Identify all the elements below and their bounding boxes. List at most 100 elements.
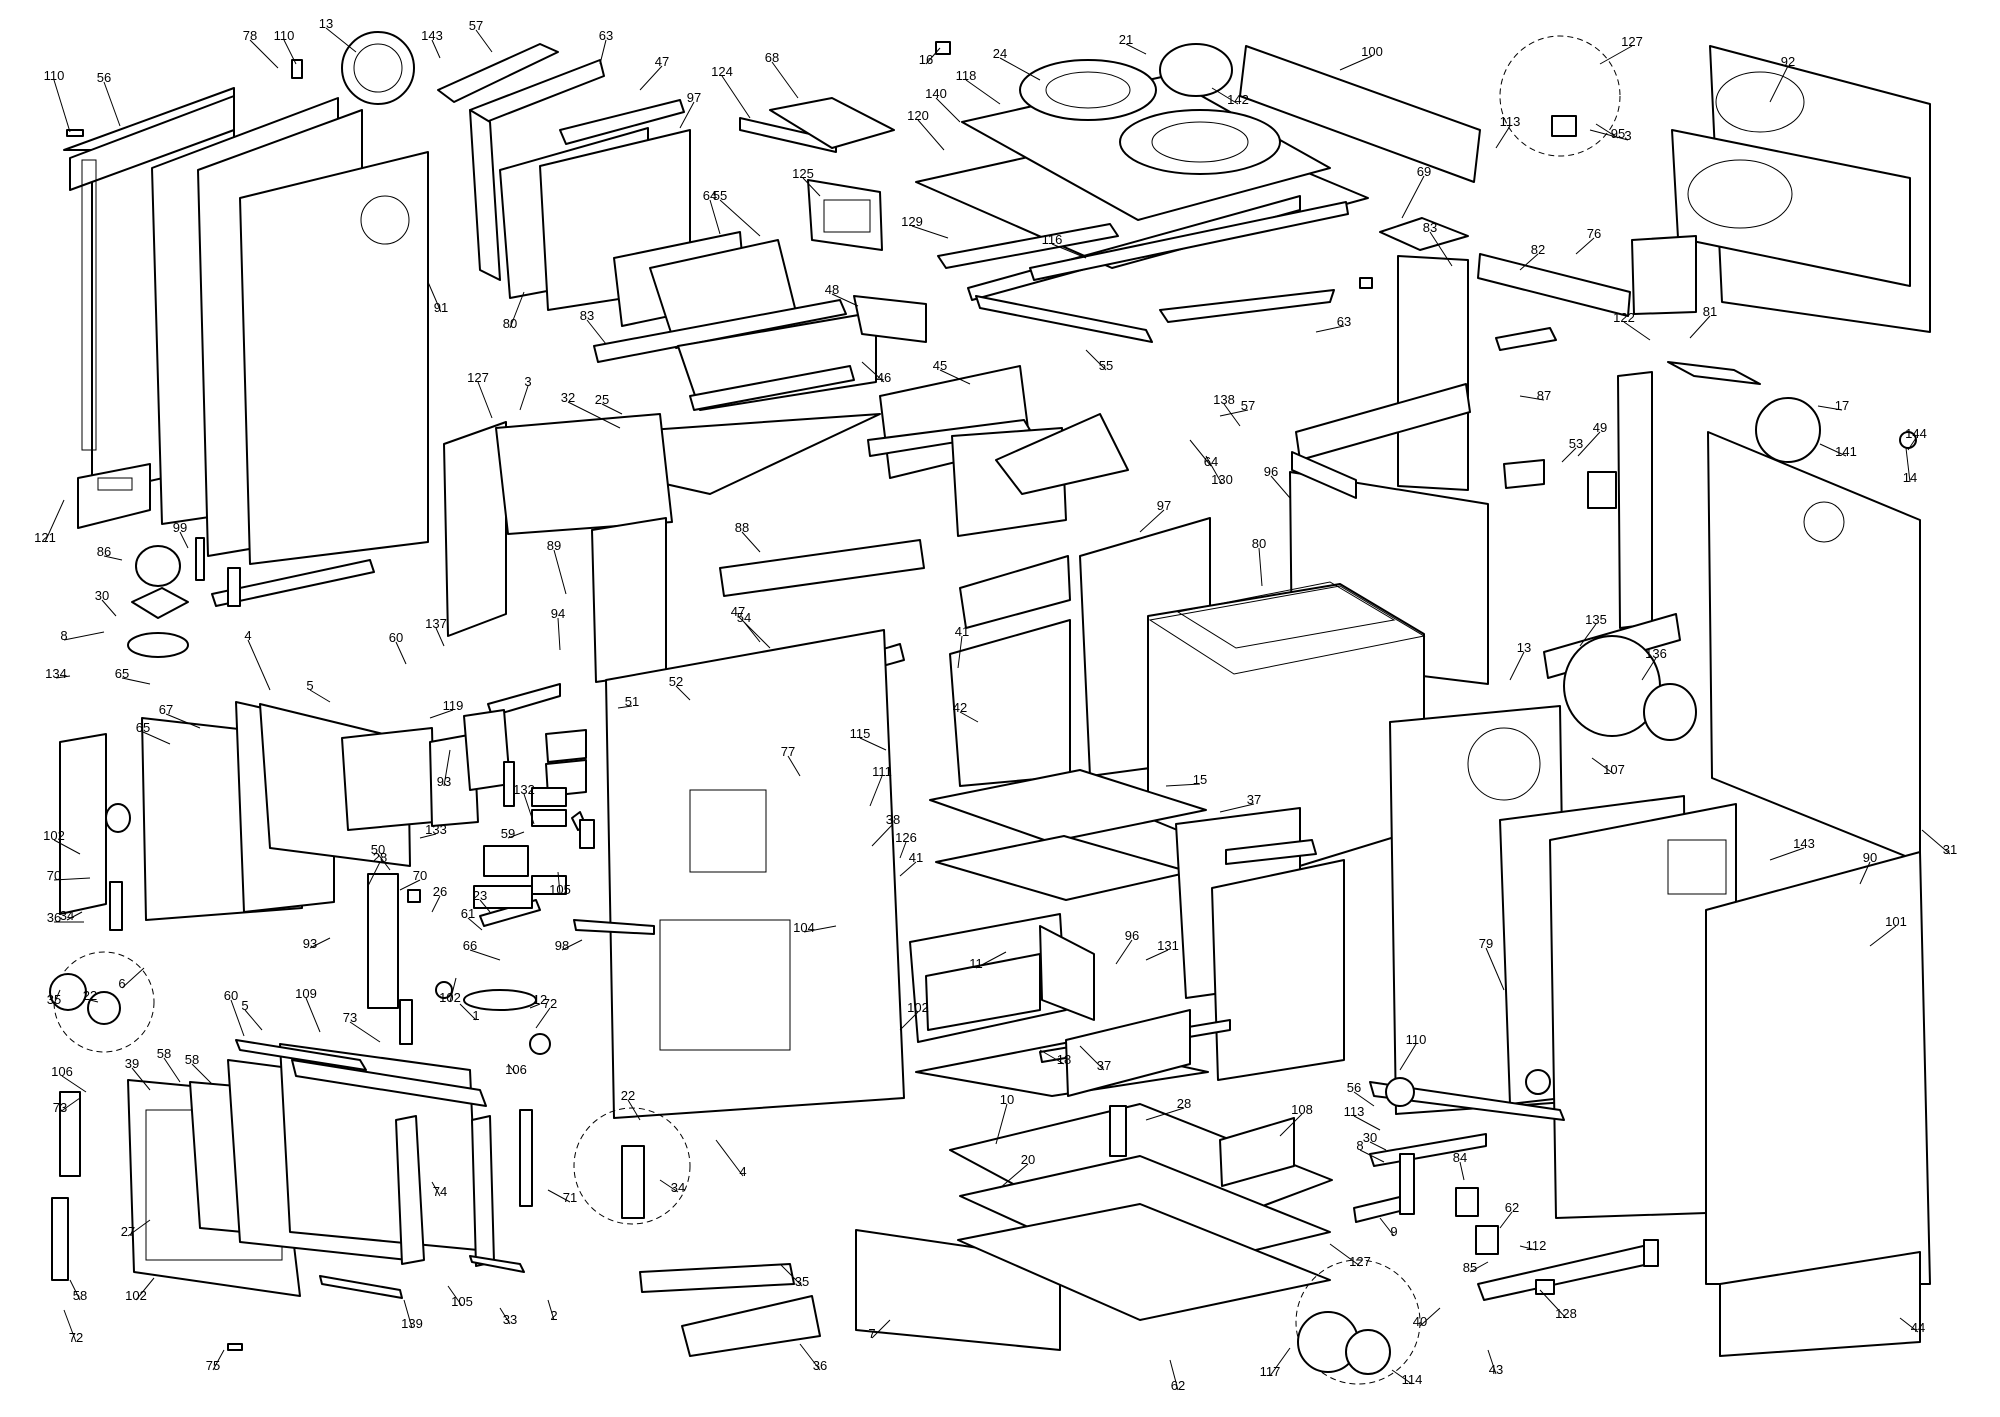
part-number-callout: 50	[371, 842, 385, 857]
callout-leader-line	[431, 39, 441, 59]
callout-leader-line	[63, 1309, 77, 1343]
part-number-callout: 104	[793, 920, 815, 935]
callout-leader-line	[419, 833, 437, 839]
part-number-callout: 97	[687, 90, 701, 105]
callout-leader-line	[429, 709, 454, 719]
part-number-callout: 93	[437, 774, 451, 789]
callout-leader-line	[191, 1063, 213, 1085]
callout-leader-line	[305, 997, 321, 1033]
callout-leader-line	[779, 1263, 803, 1287]
part-number-callout: 102	[43, 828, 65, 843]
part-number-callout: 56	[97, 70, 111, 85]
callout-leader-line	[283, 39, 297, 65]
part-number-callout: 13	[319, 16, 333, 31]
callout-leader-line	[679, 101, 695, 129]
callout-leader-line	[142, 731, 171, 745]
part-number-callout: 143	[1793, 836, 1815, 851]
callout-leader-line	[869, 775, 883, 807]
part-number-callout: 22	[621, 1088, 635, 1103]
callout-leader-line	[899, 861, 917, 877]
callout-leader-line	[1145, 1107, 1185, 1121]
part-number-callout: 70	[47, 868, 61, 883]
part-number-callout: 96	[1264, 464, 1278, 479]
callout-leader-line	[1223, 403, 1241, 427]
part-number-callout: 119	[443, 698, 464, 713]
part-number-callout: 13	[1517, 640, 1531, 655]
callout-leader-line	[741, 531, 761, 553]
callout-leader-line	[1189, 439, 1212, 467]
callout-leader-line	[957, 635, 963, 669]
part-number-callout: 47	[655, 54, 669, 69]
callout-leader-line	[959, 711, 979, 723]
part-number-callout: 76	[1587, 226, 1601, 241]
part-number-callout: 57	[469, 18, 483, 33]
callout-leader-line	[861, 361, 885, 383]
part-number-callout: 28	[373, 850, 387, 865]
callout-leader-line	[1115, 939, 1133, 965]
part-number-callout: 75	[206, 1358, 220, 1373]
callout-leader-line	[507, 831, 525, 839]
callout-leader-line	[1859, 861, 1871, 885]
part-number-callout: 100	[1361, 44, 1383, 59]
callout-leader-line	[557, 871, 561, 895]
callout-leader-line	[567, 401, 621, 429]
callout-leader-line	[639, 65, 663, 91]
part-number-callout: 124	[711, 64, 733, 79]
callout-leader-line	[1519, 253, 1539, 271]
part-number-callout: 35	[795, 1274, 809, 1289]
callout-leader-line	[1125, 43, 1147, 55]
part-number-callout: 63	[599, 28, 613, 43]
part-number-callout: 92	[1781, 54, 1795, 69]
callout-leader-line	[377, 853, 391, 871]
part-number-callout: 65	[115, 666, 129, 681]
callout-leader-line	[44, 499, 65, 543]
part-number-callout: 67	[159, 702, 173, 717]
callout-leader-line	[1079, 1045, 1105, 1071]
part-number-callout: 135	[1585, 612, 1607, 627]
callout-leader-line	[325, 27, 357, 53]
callout-leader-line	[586, 319, 607, 345]
part-number-callout: 37	[1247, 792, 1261, 807]
callout-leader-line	[803, 925, 837, 933]
callout-leader-line	[1219, 409, 1249, 417]
part-number-callout: 58	[185, 1052, 199, 1067]
part-number-callout: 62	[1171, 1378, 1185, 1393]
callout-leader-line	[675, 685, 691, 701]
part-number-callout: 101	[1885, 914, 1907, 929]
callout-leader-line	[1379, 1217, 1395, 1237]
callout-leader-line	[925, 47, 941, 65]
part-number-callout: 28	[1177, 1096, 1191, 1111]
callout-leader-line	[59, 1097, 81, 1113]
part-number-callout: 107	[1603, 762, 1625, 777]
callout-leader-line	[721, 75, 751, 119]
part-number-callout: 42	[953, 700, 967, 715]
callout-leader-line	[101, 599, 117, 617]
part-number-callout: 5	[306, 678, 313, 693]
callout-leader-line	[787, 755, 801, 777]
callout-leader-line	[163, 1057, 181, 1083]
callout-leader-line	[1589, 129, 1629, 141]
callout-leader-line	[1211, 87, 1239, 105]
part-number-callout: 90	[1863, 850, 1877, 865]
part-number-callout: 20	[1021, 1152, 1035, 1167]
part-number-callout: 102	[439, 990, 461, 1005]
callout-leader-line	[1599, 45, 1633, 65]
part-number-callout: 31	[1943, 842, 1957, 857]
part-number-callout: 32	[561, 390, 575, 405]
part-number-callout: 55	[713, 188, 727, 203]
part-number-callout: 3	[524, 374, 531, 389]
small-hardware-parts	[399, 787, 595, 1055]
part-number-callout: 17	[1835, 398, 1849, 413]
part-number-callout: 86	[97, 544, 111, 559]
callout-leader-line	[403, 1299, 413, 1329]
callout-leader-line	[999, 57, 1041, 81]
callout-leader-line	[1401, 175, 1425, 219]
part-number-callout: 55	[1099, 358, 1113, 373]
callout-leader-line	[899, 841, 907, 859]
callout-leader-line	[1869, 925, 1897, 947]
callout-leader-line	[1519, 1245, 1537, 1251]
callout-leader-line	[66, 911, 83, 921]
callout-leader-line	[431, 895, 441, 913]
part-number-callout: 73	[53, 1100, 67, 1115]
callout-leader-line	[1769, 847, 1805, 861]
